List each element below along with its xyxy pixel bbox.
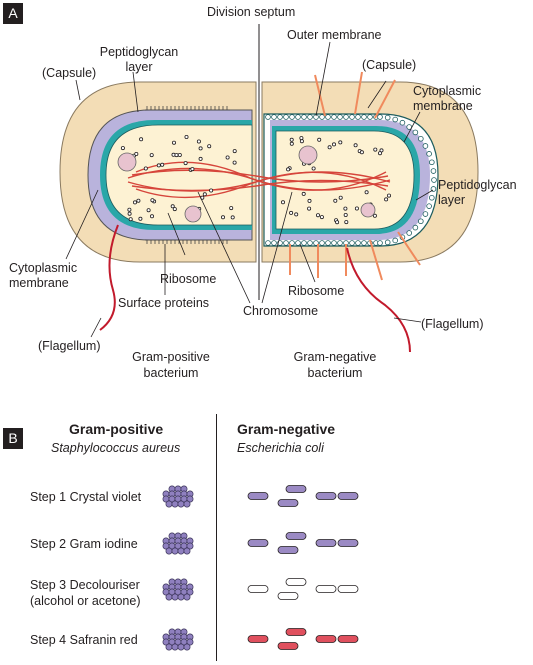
granules [117, 145, 376, 223]
gram-positive-cluster-step-3 [162, 578, 194, 601]
label-peptidoglycan-left-line1: Peptidoglycan [99, 45, 179, 59]
label-peptidoglycan-right-line2: layer [438, 193, 466, 207]
gram-negative-rods-step-2 [247, 532, 359, 554]
label-peptidoglycan-right-line1: Peptidoglycan [438, 178, 517, 192]
label-division-septum: Division septum [207, 5, 296, 19]
gram-negative-rods-step-1 [247, 485, 359, 507]
gram-negative-rods-step-3 [247, 578, 359, 600]
panel-b-tag: B [3, 428, 23, 449]
gram-negative-species: Escherichia coli [237, 441, 324, 455]
gram-positive-cluster-step-2 [162, 532, 194, 555]
ribosome-dots [118, 134, 391, 225]
step-3-label: Step 3 Decolouriser [30, 578, 140, 592]
label-cytoplasmic-left-line1: Cytoplasmic [9, 261, 78, 275]
label-outer-membrane: Outer membrane [287, 28, 382, 42]
label-flagellum-right: (Flagellum) [421, 317, 484, 331]
panel-a-tag: A [3, 3, 23, 24]
step-4-label: Step 4 Safranin red [30, 633, 138, 647]
gram-negative-rods-step-4 [247, 628, 359, 650]
label-chromosome: Chromosome [243, 304, 319, 318]
label-cytoplasmic-left-line2: membrane [9, 276, 69, 290]
label-peptidoglycan-left-line2: layer [125, 60, 153, 74]
label-cytoplasmic-right-line2: membrane [413, 99, 473, 113]
step-2-label: Step 2 Gram iodine [30, 537, 138, 551]
label-ribosome-left: Ribosome [160, 272, 217, 286]
chromosome-shape [127, 161, 391, 199]
label-gram-positive-line2: bacterium [143, 366, 199, 380]
gram-positive-cluster-step-4 [162, 628, 194, 651]
flagellum-left [99, 224, 119, 331]
label-gram-negative-line2: bacterium [307, 366, 363, 380]
label-gram-positive-line1: Gram-positive [132, 350, 210, 364]
label-capsule-left: (Capsule) [42, 66, 97, 80]
label-ribosome-right: Ribosome [288, 284, 345, 298]
gram-positive-heading: Gram-positive [69, 421, 164, 437]
step-3-sublabel: (alcohol or acetone) [30, 594, 141, 608]
gram-positive-species: Staphylococcus aureus [51, 441, 181, 455]
panel-b-divider [216, 414, 217, 661]
gram-positive-cluster-step-1 [162, 485, 194, 508]
leader-lines [65, 41, 434, 338]
label-capsule-right: (Capsule) [362, 58, 417, 72]
label-surface-proteins: Surface proteins [118, 296, 210, 310]
label-gram-negative-line1: Gram-negative [293, 350, 377, 364]
label-cytoplasmic-right-line1: Cytoplasmic [413, 84, 482, 98]
step-1-label: Step 1 Crystal violet [30, 490, 142, 504]
flagellum-right [346, 247, 411, 353]
gram-negative-heading: Gram-negative [237, 421, 336, 437]
label-flagellum-left: (Flagellum) [38, 339, 101, 353]
